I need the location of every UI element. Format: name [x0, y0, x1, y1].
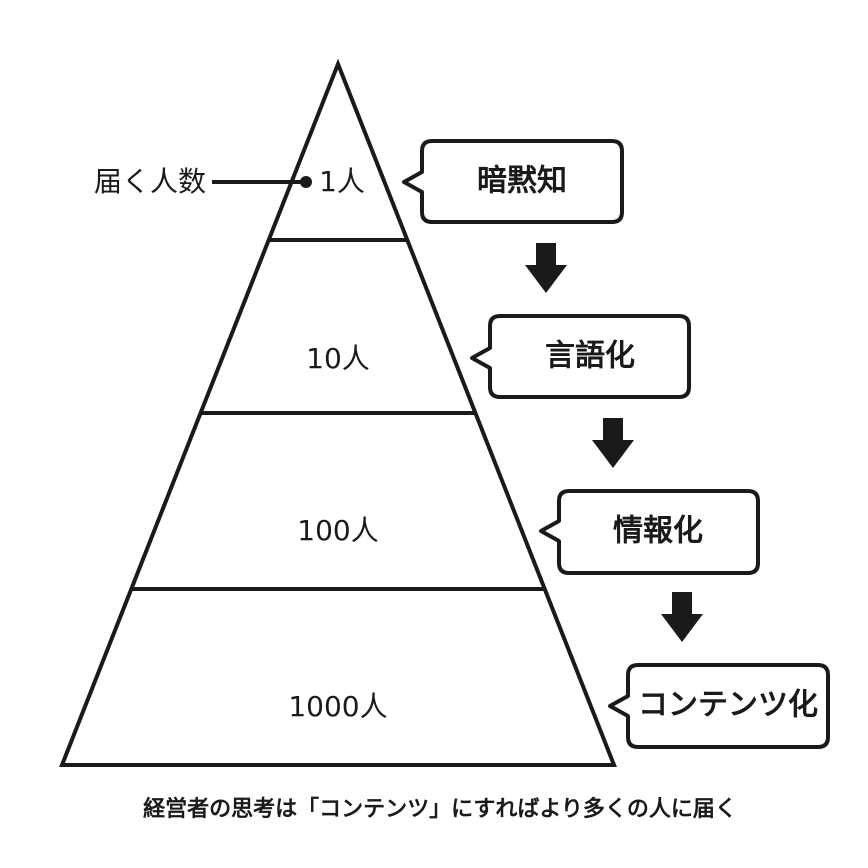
step-label: コンテンツ化: [638, 688, 818, 723]
arrow-down-icon: [661, 592, 703, 642]
tier-label-100: 100人: [297, 514, 378, 547]
leader-dot: [300, 176, 312, 188]
tier-label-10: 10人: [306, 342, 370, 375]
diagram-caption: 経営者の思考は「コンテンツ」にすればより多くの人に届く: [143, 796, 737, 822]
pyramid-outline: [59, 58, 617, 767]
step-label: 情報化: [613, 514, 703, 549]
step-label: 暗黙知: [477, 164, 567, 199]
arrow-down-icon: [592, 418, 634, 468]
step-callout-2: 言語化: [470, 314, 691, 399]
reach-label: 届く人数: [94, 165, 206, 198]
step-callout-3: 情報化: [539, 489, 760, 575]
tier-label-1000: 1000人: [288, 690, 387, 723]
step-callout-1: 暗黙知: [402, 139, 624, 224]
tier-label-1: 1人: [319, 165, 365, 198]
arrow-down-icon: [525, 243, 567, 293]
step-callout-4: コンテンツ化: [608, 663, 830, 749]
step-label: 言語化: [545, 339, 635, 374]
